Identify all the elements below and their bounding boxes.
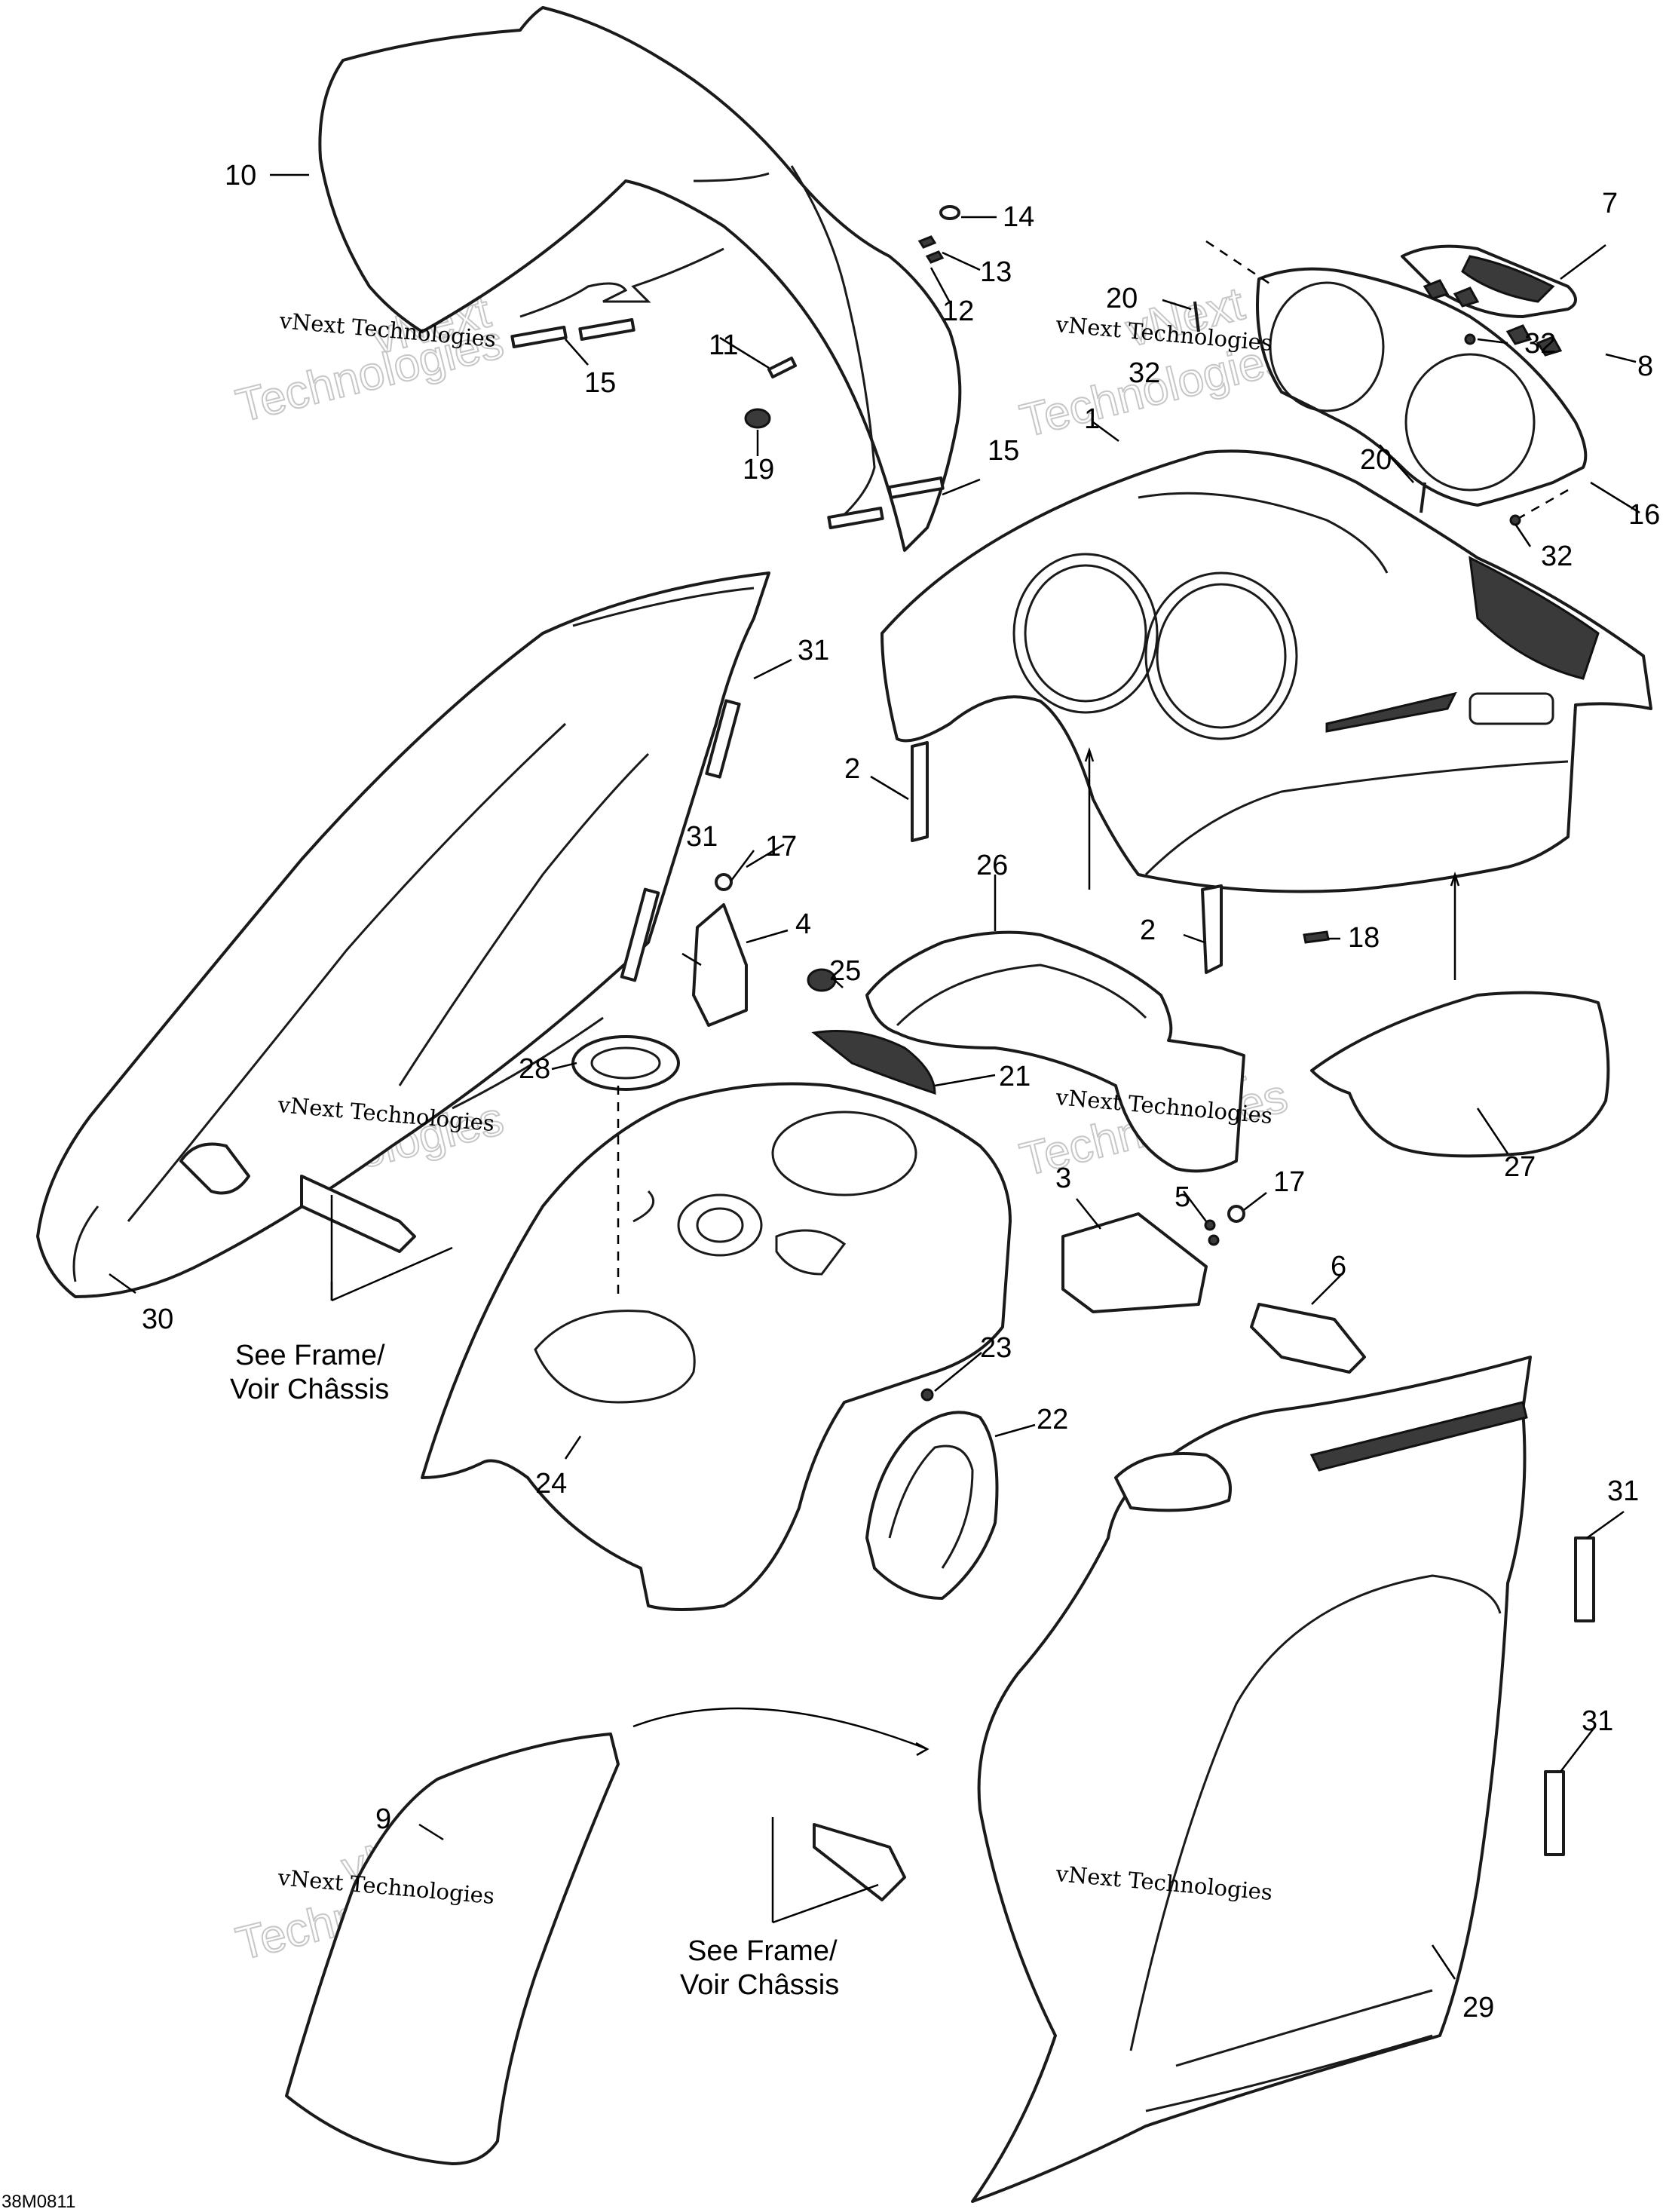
latch-part [1201, 884, 1223, 974]
callout-32: 32 [1541, 541, 1573, 572]
callout-15: 15 [584, 367, 616, 399]
gauge-cover-part [1401, 244, 1577, 357]
callout-8: 8 [1637, 351, 1653, 382]
callout-24: 24 [535, 1468, 567, 1500]
clip-part [715, 873, 733, 891]
nut-part [1509, 514, 1521, 526]
trim-strip-part [827, 507, 884, 529]
mounting-bracket-part [692, 903, 748, 1027]
handle-part [300, 1175, 416, 1253]
nut-part [1464, 333, 1476, 345]
callout-31: 31 [1607, 1475, 1639, 1507]
callout-28: 28 [519, 1053, 550, 1085]
screw-part [1193, 301, 1200, 332]
callout-27: 27 [1504, 1151, 1536, 1183]
handle-part [813, 1823, 906, 1901]
callout-15: 15 [988, 435, 1019, 467]
callout-17: 17 [765, 831, 797, 862]
screw-part [1420, 482, 1426, 513]
callout-31: 31 [798, 635, 829, 666]
mounting-plate-part [1250, 1303, 1366, 1374]
screw-head-part [939, 205, 960, 220]
callout-32: 32 [1129, 357, 1160, 389]
callout-13: 13 [980, 256, 1012, 288]
latch-part [911, 741, 929, 842]
trim-strip-part [510, 326, 568, 348]
washer-part [925, 250, 945, 264]
windshield-part [318, 6, 962, 552]
callout-20: 20 [1106, 283, 1138, 314]
callout-7: 7 [1602, 188, 1618, 219]
guide-lines [617, 747, 1460, 1757]
callout-labels: 10 14 13 12 11 19 15 15 1 20 20 32 32 32… [142, 160, 1660, 2024]
callout-21: 21 [999, 1061, 1031, 1092]
screw-part [767, 357, 797, 378]
trim-strip-part [887, 476, 945, 499]
callout-2: 2 [1140, 915, 1156, 946]
clip-part [1227, 1205, 1245, 1223]
callout-6: 6 [1331, 1251, 1346, 1282]
trim-strip-part [578, 318, 635, 341]
rear-cover-part [285, 1733, 620, 2165]
grommet-ring-part [571, 1035, 680, 1091]
trim-bracket-part [811, 1030, 936, 1095]
seal-strip-part [705, 699, 741, 779]
assembly-arrow [632, 1707, 928, 1751]
callout-1: 1 [1084, 403, 1100, 435]
callout-3: 3 [1055, 1163, 1071, 1194]
callout-22: 22 [1037, 1404, 1068, 1435]
callout-14: 14 [1003, 201, 1034, 233]
see-frame-note-line2: Voir Châssis [230, 1374, 389, 1405]
callout-29: 29 [1462, 1992, 1494, 2024]
callout-23: 23 [980, 1332, 1012, 1364]
callout-10: 10 [225, 160, 256, 191]
callout-31: 31 [686, 821, 718, 853]
storage-tray-part [865, 930, 1245, 1173]
left-side-panel-part [36, 571, 770, 1298]
seal-strip-part [1574, 1536, 1595, 1622]
callout-5: 5 [1175, 1181, 1190, 1213]
vent-housing-part [865, 1411, 999, 1600]
clip-part [1303, 930, 1330, 944]
hardware-parts [300, 205, 1595, 1901]
dashboard-console-part [881, 449, 1652, 893]
nut-part [920, 1388, 934, 1402]
instrument-bezel-part [1205, 240, 1588, 522]
callout-2: 2 [844, 753, 860, 785]
glove-box-lid-part [1310, 991, 1610, 1158]
see-frame-note-line1: See Frame/ [688, 1935, 838, 1967]
callout-25: 25 [829, 955, 861, 987]
callout-12: 12 [942, 296, 974, 327]
callout-9: 9 [375, 1803, 391, 1835]
callout-4: 4 [795, 908, 811, 940]
see-frame-note-line2: Voir Châssis [680, 1969, 839, 2001]
seal-strip-part [620, 887, 660, 982]
see-frame-note-line1: See Frame/ [235, 1340, 385, 1371]
callout-16: 16 [1628, 499, 1660, 531]
callout-18: 18 [1348, 922, 1380, 954]
washer-part [917, 235, 937, 249]
screw-part [1208, 1234, 1220, 1246]
support-bracket-part [1061, 1212, 1208, 1313]
leader-lines [109, 173, 1640, 1980]
callout-31: 31 [1582, 1705, 1613, 1737]
callout-11: 11 [709, 329, 738, 361]
screw-part [1204, 1219, 1216, 1231]
callout-30: 30 [142, 1304, 173, 1335]
callout-32: 32 [1524, 328, 1556, 360]
callout-19: 19 [743, 454, 774, 486]
grommet-part [744, 408, 771, 429]
callout-26: 26 [976, 850, 1008, 881]
callout-20: 20 [1360, 444, 1392, 476]
see-frame-notes: See Frame/ Voir Châssis See Frame/ Voir … [230, 1340, 839, 2001]
seal-strip-part [1544, 1770, 1565, 1856]
callout-17: 17 [1273, 1166, 1305, 1198]
center-console-part [421, 1082, 1012, 1611]
right-side-panel-part [971, 1356, 1532, 2203]
diagram-code: 38M0811 [2, 2192, 75, 2212]
